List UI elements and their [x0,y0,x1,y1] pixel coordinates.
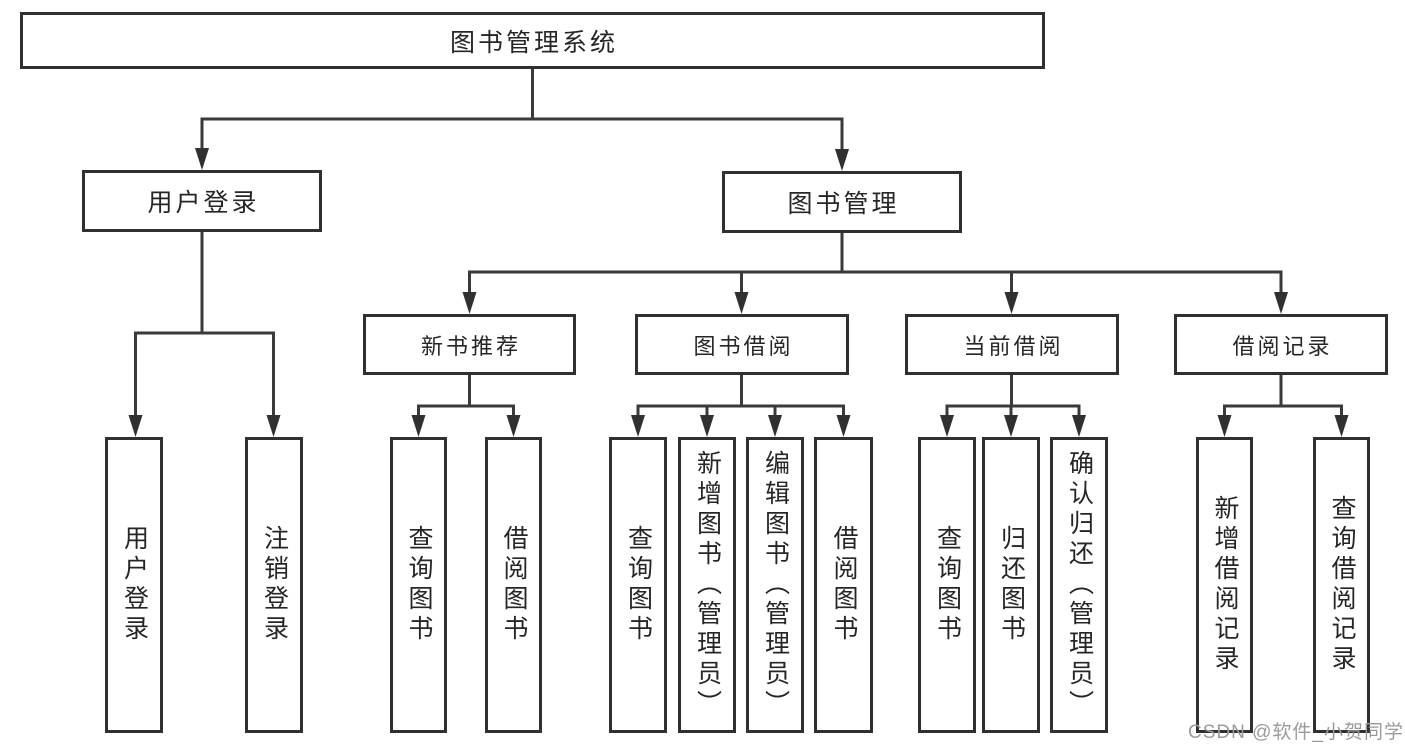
leaf-borrow-books-1: 借阅图书 [485,437,542,733]
leaf-add-borrow-record-label: 新增借阅记录 [1211,495,1239,675]
node-book-borrowing: 图书借阅 [635,314,849,375]
watermark: CSDN @软件_小贺同学 [1188,722,1404,743]
leaf-borrow-books-2-label: 借阅图书 [830,525,858,645]
leaf-query-borrow-record: 查询借阅记录 [1313,437,1370,733]
node-book-management-branch: 图书管理 [722,171,962,233]
leaf-add-borrow-record: 新增借阅记录 [1196,437,1253,733]
leaf-return-book: 归还图书 [982,437,1040,733]
leaf-logout-label: 注销登录 [260,525,289,645]
leaf-query-books-1: 查询图书 [390,437,447,733]
node-user-login-branch: 用户登录 [82,170,322,232]
node-new-book-recommendation: 新书推荐 [363,314,576,375]
leaf-query-books-3-label: 查询图书 [933,525,962,645]
leaf-confirm-return-admin: 确认归还（管理员） [1050,437,1108,733]
node-current-borrowing: 当前借阅 [905,314,1119,375]
leaf-user-login: 用户登录 [105,437,163,733]
leaf-user-login-label: 用户登录 [120,525,149,645]
leaf-edit-book-admin: 编辑图书（管理员） [746,437,804,733]
leaf-borrow-books-1-label: 借阅图书 [500,525,528,645]
leaf-add-book-admin: 新增图书（管理员） [678,437,736,733]
leaf-edit-book-admin-label: 编辑图书（管理员） [761,450,790,720]
leaf-query-books-2: 查询图书 [609,437,667,733]
leaf-query-borrow-record-label: 查询借阅记录 [1328,495,1356,675]
leaf-borrow-books-2: 借阅图书 [814,437,873,733]
node-library-management-system: 图书管理系统 [20,12,1045,69]
leaf-add-book-admin-label: 新增图书（管理员） [693,450,722,720]
leaf-return-book-label: 归还图书 [997,525,1026,645]
leaf-logout: 注销登录 [245,437,303,733]
leaf-query-books-3: 查询图书 [918,437,976,733]
leaf-query-books-1-label: 查询图书 [405,525,433,645]
leaf-confirm-return-admin-label: 确认归还（管理员） [1065,450,1094,720]
node-borrowing-records: 借阅记录 [1174,314,1388,375]
leaf-query-books-2-label: 查询图书 [624,525,653,645]
